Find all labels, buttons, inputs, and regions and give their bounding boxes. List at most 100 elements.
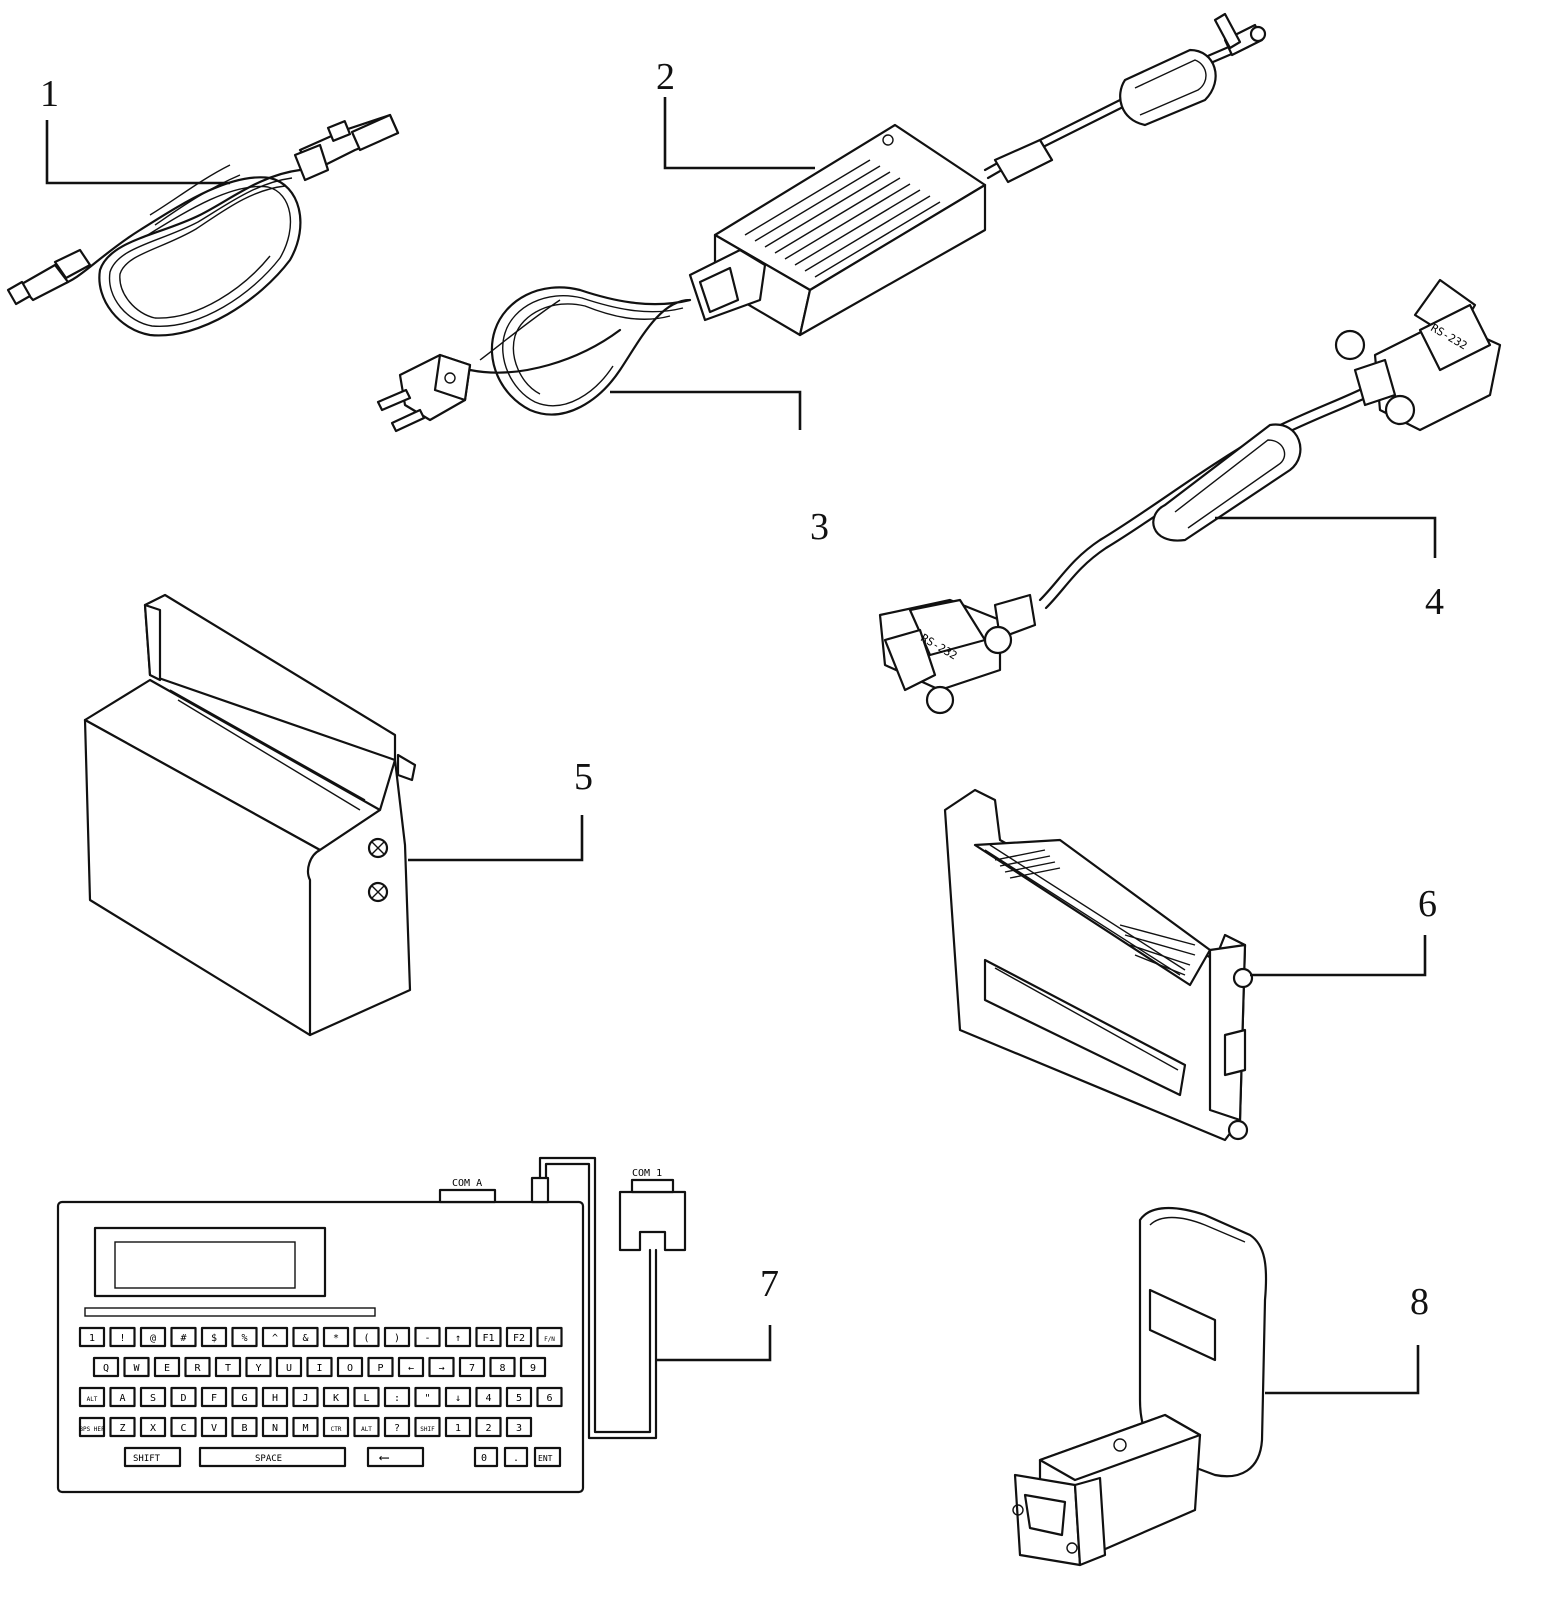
keyboard-key-label: 5 [516, 1393, 522, 1404]
keyboard-key-label: M [302, 1423, 308, 1434]
keyboard-key [353, 1386, 380, 1408]
keyboard-key-label: ^ [272, 1333, 278, 1344]
keyboard-key [458, 1356, 486, 1378]
keyboard-key [214, 1356, 242, 1378]
keyboard-key-label: ( [363, 1333, 369, 1344]
keyboard-key-label: ) [394, 1333, 400, 1344]
keyboard-key [292, 1416, 319, 1438]
keyboard-key [414, 1416, 441, 1438]
keyboard-key [109, 1416, 136, 1438]
keyboard-key [414, 1386, 441, 1408]
keyboard-key-label: L [363, 1393, 369, 1404]
keyboard-key [322, 1386, 350, 1408]
keyboard-key-label: ↓ [455, 1393, 461, 1404]
keyboard-key [292, 1386, 319, 1408]
keyboard-key [322, 1326, 350, 1348]
keyboard-key-label: ALT [361, 1426, 372, 1433]
keyboard-key [200, 1326, 228, 1348]
key-dot: . [513, 1453, 519, 1464]
keyboard-key-label: T [225, 1363, 231, 1374]
leader-lines [45, 97, 1437, 1395]
keyboard-key-label: S [150, 1393, 156, 1404]
keyboard-key-label: & [302, 1333, 308, 1344]
keyboard-key [428, 1356, 455, 1378]
keyboard-port-2-label: COM 1 [632, 1168, 662, 1179]
keyboard-key-label: ALT [87, 1396, 98, 1403]
keyboard-key [231, 1416, 258, 1438]
leader-4 [1215, 516, 1437, 558]
callout-2: 2 [656, 56, 675, 98]
keyboard-key-label: V [211, 1423, 217, 1434]
keyboard-key-label: ! [119, 1333, 125, 1344]
keyboard-key-label: X [150, 1423, 156, 1434]
keyboard-key [475, 1416, 502, 1438]
keyboard-key-label: ↑ [455, 1333, 461, 1344]
leader-3 [610, 390, 802, 430]
keyboard-key [367, 1356, 394, 1378]
keyboard-key-label: - [424, 1333, 430, 1344]
callout-1: 1 [40, 73, 59, 115]
keyboard-key [78, 1416, 106, 1438]
keyboard-key [444, 1416, 472, 1438]
leader-8 [1265, 1345, 1420, 1395]
keyboard-key [139, 1326, 167, 1348]
adapter-plug [1012, 1206, 1268, 1567]
keyboard-key [292, 1326, 319, 1348]
keyboard-key [139, 1416, 167, 1438]
key-enter: ENT [538, 1454, 553, 1463]
keyboard-key-label: ? [394, 1423, 400, 1434]
keyboard-key-label: : [394, 1393, 400, 1404]
keyboard-key-label: F [211, 1393, 217, 1404]
callout-5: 5 [574, 756, 593, 798]
keyboard-key [322, 1416, 350, 1438]
keyboard-key [353, 1416, 380, 1438]
keyboard-key [275, 1356, 303, 1378]
callout-6: 6 [1418, 883, 1437, 925]
keyboard-key [306, 1356, 333, 1378]
keyboard-key-label: 7 [469, 1363, 475, 1374]
keyboard-key-label: O [347, 1363, 353, 1374]
keyboard-key-label: 1 [455, 1423, 461, 1434]
keyboard-key [123, 1356, 150, 1378]
leader-1 [45, 120, 230, 185]
keyboard-key [231, 1326, 258, 1348]
keyboard-key [353, 1326, 380, 1348]
keyboard-key-label: $ [211, 1333, 217, 1344]
keyboard-key [397, 1356, 425, 1378]
keyboard-key [475, 1386, 502, 1408]
keyboard-key [200, 1416, 228, 1438]
keyboard-key [261, 1326, 289, 1348]
keyboard-key-label: 4 [485, 1393, 491, 1404]
keyboard-key [245, 1356, 272, 1378]
keyboard-key [78, 1386, 106, 1408]
leader-5 [408, 815, 584, 862]
keyboard-key-label: CTR [331, 1426, 342, 1433]
keyboard-key-label: 6 [546, 1393, 552, 1404]
leader-2 [663, 97, 815, 170]
keyboard-key-label: W [133, 1363, 140, 1374]
keyboard-key [383, 1326, 411, 1348]
peeler-roller-fins [984, 844, 1196, 976]
keyboard-key-label: H [272, 1393, 278, 1404]
keyboard-key [170, 1326, 197, 1348]
keyboard-key-label: 2 [485, 1423, 491, 1434]
keyboard-key-label: F/N [544, 1336, 555, 1343]
keyboard-key-label: * [333, 1333, 339, 1344]
keyboard-key [536, 1326, 563, 1348]
keyboard-key-label: 9 [530, 1363, 536, 1374]
key-zero: 0 [481, 1453, 487, 1464]
keyboard-key [261, 1416, 289, 1438]
keyboard-key [475, 1326, 502, 1348]
keyboard-key-label: Y [255, 1363, 261, 1374]
keyboard-key [505, 1326, 533, 1348]
keyboard-key [231, 1386, 258, 1408]
keyboard-key-label: J [302, 1393, 308, 1404]
keyboard-key [444, 1386, 472, 1408]
keyboard-key [109, 1326, 136, 1348]
keyboard-key-label: K [333, 1393, 339, 1404]
keyboard-key [109, 1386, 136, 1408]
keyboard-key [78, 1326, 106, 1348]
keyboard-key [505, 1386, 533, 1408]
keyboard-key [200, 1386, 228, 1408]
